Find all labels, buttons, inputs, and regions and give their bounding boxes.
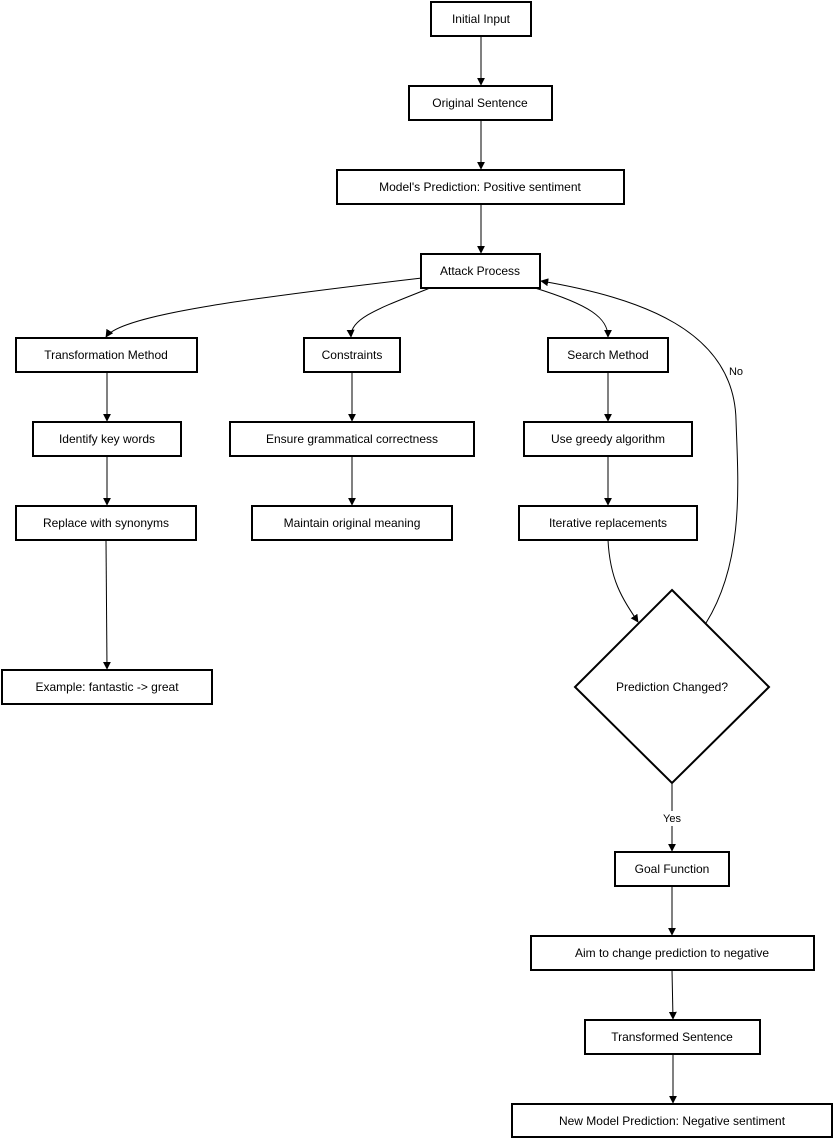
node-ensure-grammar: Ensure grammatical correctness [229, 421, 475, 457]
node-model-prediction: Model's Prediction: Positive sentiment [336, 169, 625, 205]
svg-text:Ensure grammatical correctness: Ensure grammatical correctness [266, 432, 438, 446]
svg-text:Maintain original meaning: Maintain original meaning [284, 516, 421, 530]
node-example: Example: fantastic -> great [1, 669, 213, 705]
svg-text:Identify key words: Identify key words [59, 432, 155, 446]
edge-attack-to-transformation [105, 277, 423, 338]
svg-text:Use greedy algorithm: Use greedy algorithm [551, 432, 665, 446]
edge-attack-to-search [534, 287, 612, 338]
svg-text:No: No [729, 366, 743, 378]
node-transformation-method: Transformation Method [15, 337, 198, 373]
edge-label-yes: Yes [660, 811, 684, 826]
svg-text:Aim to change prediction to ne: Aim to change prediction to negative [575, 946, 769, 960]
node-aim-negative: Aim to change prediction to negative [530, 935, 815, 971]
svg-text:Transformed Sentence: Transformed Sentence [611, 1030, 733, 1044]
node-attack-process: Attack Process [420, 253, 541, 289]
svg-text:Example: fantastic -> great: Example: fantastic -> great [35, 680, 179, 694]
edge-attack-to-constraints [346, 287, 431, 338]
node-constraints: Constraints [303, 337, 401, 373]
node-search-method: Search Method [547, 337, 669, 373]
edge-aim-to-transformed [668, 969, 677, 1020]
node-transformed-sentence: Transformed Sentence [584, 1019, 761, 1055]
svg-text:Prediction Changed?: Prediction Changed? [616, 680, 728, 694]
node-maintain-meaning: Maintain original meaning [251, 505, 453, 541]
node-replace-with-synonyms: Replace with synonyms [15, 505, 197, 541]
svg-text:Model's Prediction: Positive s: Model's Prediction: Positive sentiment [379, 180, 581, 194]
edge-iterative-to-decision [607, 539, 639, 623]
svg-text:New Model Prediction: Negative: New Model Prediction: Negative sentiment [559, 1114, 786, 1128]
edge-label-no: No [729, 366, 743, 378]
node-iterative-replacements: Iterative replacements [518, 505, 698, 541]
node-initial-input: Initial Input [430, 1, 532, 37]
svg-text:Goal Function: Goal Function [635, 862, 710, 876]
svg-text:Original Sentence: Original Sentence [432, 96, 528, 110]
node-original-sentence: Original Sentence [408, 85, 553, 121]
edge-replace-to-example [102, 539, 111, 670]
edge-decision-no-to-attack [540, 278, 739, 624]
node-greedy-algorithm: Use greedy algorithm [523, 421, 693, 457]
svg-text:Iterative replacements: Iterative replacements [549, 516, 667, 530]
svg-text:Initial Input: Initial Input [452, 12, 511, 26]
svg-text:Replace with synonyms: Replace with synonyms [43, 516, 169, 530]
node-identify-key-words: Identify key words [32, 421, 182, 457]
svg-text:Transformation Method: Transformation Method [44, 348, 168, 362]
svg-text:Attack Process: Attack Process [440, 264, 520, 278]
node-prediction-changed-decision: Prediction Changed? [573, 588, 771, 785]
node-new-prediction: New Model Prediction: Negative sentiment [511, 1103, 833, 1138]
svg-text:Yes: Yes [663, 813, 681, 825]
svg-text:Search Method: Search Method [567, 348, 648, 362]
svg-text:Constraints: Constraints [322, 348, 383, 362]
node-goal-function: Goal Function [614, 851, 730, 887]
